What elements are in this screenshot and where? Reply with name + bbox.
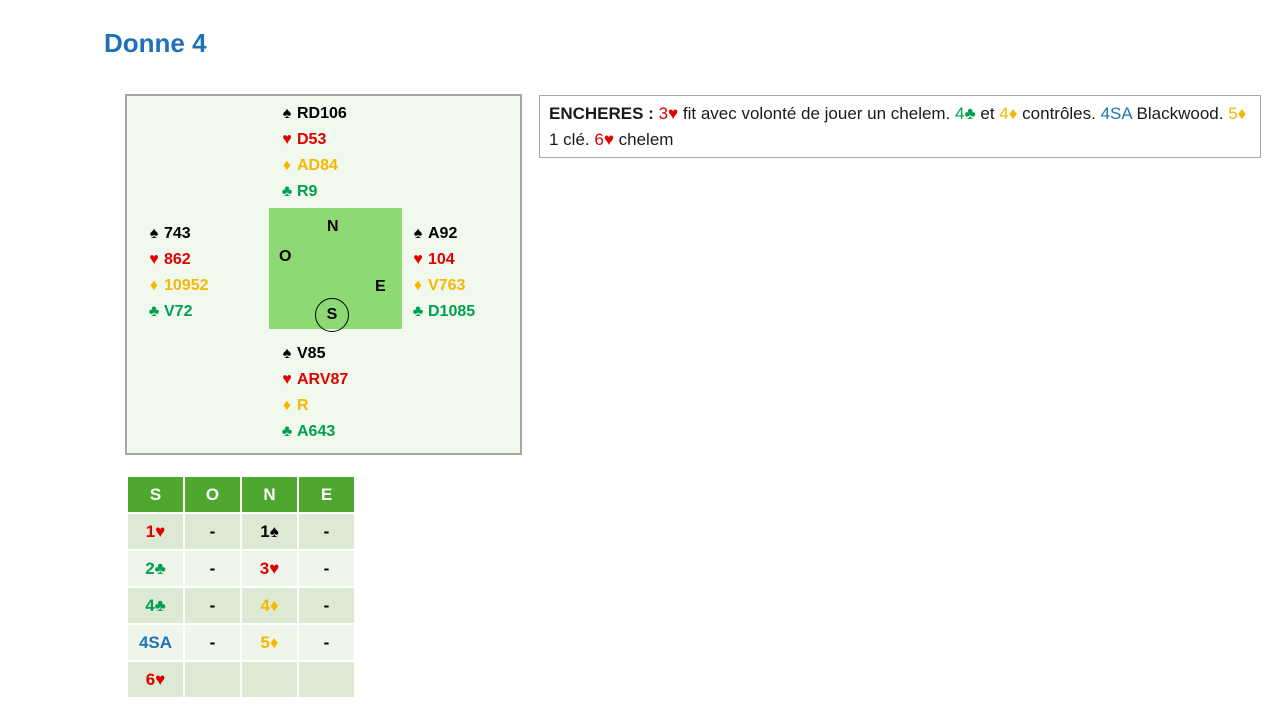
east-spades: A92 xyxy=(428,225,458,242)
commentary-bid: 6♥ xyxy=(594,130,614,149)
spade-icon: ♠ xyxy=(149,225,159,242)
commentary-text: chelem xyxy=(613,130,674,149)
auction-header-row: S O N E xyxy=(128,477,354,512)
commentary-bid: 4SA xyxy=(1100,104,1132,123)
north-clubs: R9 xyxy=(297,183,318,200)
club-icon: ♣ xyxy=(281,183,293,200)
bid-cell: 1♠ xyxy=(242,514,297,549)
compass-south-dealer: S xyxy=(315,298,349,332)
east-hearts: 104 xyxy=(428,251,455,268)
compass-west: O xyxy=(279,248,292,265)
bid-cell: - xyxy=(299,551,354,586)
commentary-text: et xyxy=(975,104,1000,123)
header-east: E xyxy=(299,477,354,512)
auction-row: 4♣ - 4♦ - xyxy=(128,588,354,623)
west-hand: ♠ 743 ♥ 862 ♦ 10952 ♣V72 xyxy=(144,221,209,325)
south-hearts: ARV87 xyxy=(297,371,349,388)
south-diamonds: R xyxy=(297,397,309,414)
deal-diagram: ♠RD106 ♥D53 ♦AD84 ♣R9 ♠743 ♥862 ♦10952 ♣… xyxy=(125,94,522,455)
south-hand: ♠ V85 ♥ ARV87 ♦ R ♣A643 xyxy=(277,341,349,445)
heart-icon: ♥ xyxy=(413,251,423,268)
north-spades: RD106 xyxy=(297,105,347,122)
club-icon: ♣ xyxy=(281,423,293,440)
bid-cell: 1♥ xyxy=(128,514,183,549)
spade-icon: ♠ xyxy=(413,225,423,242)
east-hand: ♠ A92 ♥ 104 ♦ V763 ♣D1085 xyxy=(408,221,475,325)
west-spades: 743 xyxy=(164,225,191,242)
page-title: Donne 4 xyxy=(104,28,207,58)
bid-cell xyxy=(299,662,354,697)
diamond-icon: ♦ xyxy=(282,397,292,414)
bid-cell: - xyxy=(185,514,240,549)
commentary-text: contrôles. xyxy=(1017,104,1101,123)
bid-cell: 3♥ xyxy=(242,551,297,586)
bid-cell: - xyxy=(299,588,354,623)
auction-row: 6♥ xyxy=(128,662,354,697)
south-clubs: A643 xyxy=(297,423,336,440)
heart-icon: ♥ xyxy=(282,371,292,388)
header-south: S xyxy=(128,477,183,512)
commentary-text: Blackwood. xyxy=(1131,104,1229,123)
club-icon: ♣ xyxy=(412,303,424,320)
heart-icon: ♥ xyxy=(282,131,292,148)
bid-cell xyxy=(185,662,240,697)
club-icon: ♣ xyxy=(148,303,160,320)
compass-north: N xyxy=(327,218,339,235)
east-clubs: D1085 xyxy=(428,303,476,320)
header-west: O xyxy=(185,477,240,512)
bid-cell: 5♦ xyxy=(242,625,297,660)
auction-table: S O N E 1♥ - 1♠ - 2♣ - 3♥ - 4♣ - 4♦ - 4S… xyxy=(126,475,356,699)
bid-cell: 4♣ xyxy=(128,588,183,623)
diamond-icon: ♦ xyxy=(413,277,423,294)
west-clubs: V72 xyxy=(164,303,193,320)
auction-row: 1♥ - 1♠ - xyxy=(128,514,354,549)
commentary-text: 1 clé. xyxy=(549,130,595,149)
bid-cell: - xyxy=(299,514,354,549)
bidding-commentary: ENCHERES : 3♥ fit avec volonté de jouer … xyxy=(539,95,1261,158)
south-spades: V85 xyxy=(297,345,326,362)
north-diamonds: AD84 xyxy=(297,157,338,174)
compass-board: N O E S xyxy=(269,208,402,332)
auction-row: 4SA - 5♦ - xyxy=(128,625,354,660)
commentary-bid: 3♥ xyxy=(658,104,679,123)
bid-cell: 6♥ xyxy=(128,662,183,697)
auction-row: 2♣ - 3♥ - xyxy=(128,551,354,586)
diamond-icon: ♦ xyxy=(282,157,292,174)
diamond-icon: ♦ xyxy=(149,277,159,294)
west-diamonds: 10952 xyxy=(164,277,209,294)
commentary-bid: 5♦ xyxy=(1228,104,1247,123)
commentary-bid: 4♦ xyxy=(999,104,1018,123)
header-north: N xyxy=(242,477,297,512)
spade-icon: ♠ xyxy=(282,105,292,122)
bid-cell: 2♣ xyxy=(128,551,183,586)
bid-cell: 4♦ xyxy=(242,588,297,623)
spade-icon: ♠ xyxy=(282,345,292,362)
bid-cell: 4SA xyxy=(128,625,183,660)
bid-cell: - xyxy=(185,551,240,586)
east-diamonds: V763 xyxy=(428,277,466,294)
commentary-bid: 4♣ xyxy=(955,104,976,123)
heart-icon: ♥ xyxy=(149,251,159,268)
bid-cell xyxy=(242,662,297,697)
commentary-text: fit avec volonté de jouer un chelem. xyxy=(678,104,956,123)
north-hearts: D53 xyxy=(297,131,327,148)
west-hearts: 862 xyxy=(164,251,191,268)
bid-cell: - xyxy=(299,625,354,660)
bid-cell: - xyxy=(185,625,240,660)
north-hand: ♠ RD106 ♥ D53 ♦ AD84 ♣R9 xyxy=(277,101,347,205)
compass-east: E xyxy=(375,278,386,295)
bid-cell: - xyxy=(185,588,240,623)
commentary-label: ENCHERES : xyxy=(549,104,654,123)
